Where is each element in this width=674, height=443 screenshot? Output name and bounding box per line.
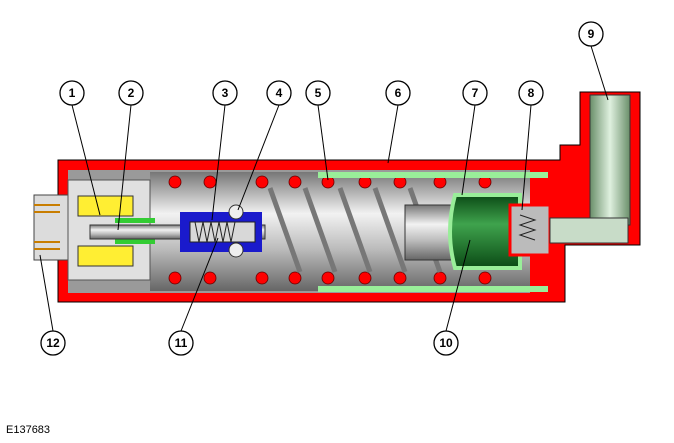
svg-text:1: 1 xyxy=(69,86,76,100)
callout-12: 12 xyxy=(40,330,66,356)
coil xyxy=(77,195,155,267)
svg-text:10: 10 xyxy=(439,336,453,350)
svg-text:2: 2 xyxy=(128,86,135,100)
outlet-pipe xyxy=(549,94,631,244)
svg-text:4: 4 xyxy=(276,86,283,100)
callout-5: 5 xyxy=(305,80,331,106)
svg-text:12: 12 xyxy=(46,336,60,350)
callout-3: 3 xyxy=(212,80,238,106)
figure-reference: E137683 xyxy=(6,424,51,436)
valve-body xyxy=(180,204,262,258)
svg-text:9: 9 xyxy=(588,27,595,41)
callout-10: 10 xyxy=(433,330,459,356)
callout-8: 8 xyxy=(518,80,544,106)
callout-9: 9 xyxy=(578,21,604,47)
callout-2: 2 xyxy=(118,80,144,106)
leader-lines xyxy=(39,45,609,332)
svg-text:5: 5 xyxy=(315,86,322,100)
callout-4: 4 xyxy=(266,80,292,106)
callout-6: 6 xyxy=(385,80,411,106)
callout-11: 11 xyxy=(168,330,194,356)
svg-text:8: 8 xyxy=(528,86,535,100)
svg-text:7: 7 xyxy=(472,86,479,100)
svg-text:11: 11 xyxy=(175,336,188,350)
callout-7: 7 xyxy=(462,80,488,106)
callout-1: 1 xyxy=(59,80,85,106)
svg-text:6: 6 xyxy=(395,86,402,100)
svg-text:3: 3 xyxy=(222,86,229,100)
